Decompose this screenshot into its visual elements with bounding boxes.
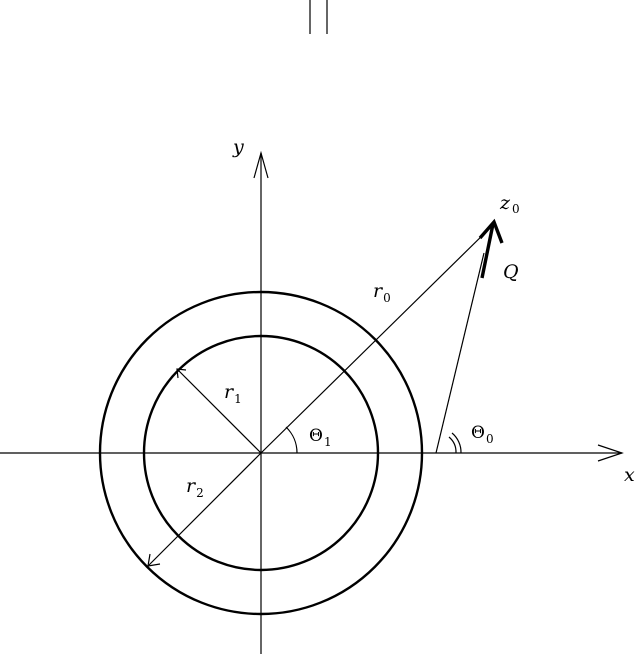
r0-sub: 0 xyxy=(383,291,391,305)
theta0-sub: 0 xyxy=(486,432,494,446)
theta1-sub: 1 xyxy=(324,435,332,449)
theta0-base: Θ xyxy=(471,423,485,443)
theta1-base: Θ xyxy=(309,426,323,446)
z0-sub: 0 xyxy=(512,202,520,216)
r2-line xyxy=(149,453,261,565)
r1-label: r1 xyxy=(224,381,242,406)
r1-line xyxy=(178,370,261,453)
r0-line xyxy=(261,226,492,453)
r0-label: r0 xyxy=(373,280,391,305)
r2-label: r2 xyxy=(186,475,204,500)
r1-sub: 1 xyxy=(234,392,242,406)
x-axis-label: x xyxy=(624,464,635,486)
theta0-arc-inner xyxy=(449,437,456,453)
theta0-label: Θ0 xyxy=(471,423,494,446)
y-axis-label: y xyxy=(232,136,244,158)
z0-base: z xyxy=(499,192,511,214)
r2-sub: 2 xyxy=(196,486,204,500)
q-label: Q xyxy=(503,261,519,283)
theta1-label: Θ1 xyxy=(309,426,332,449)
theta1-arc xyxy=(286,427,297,453)
